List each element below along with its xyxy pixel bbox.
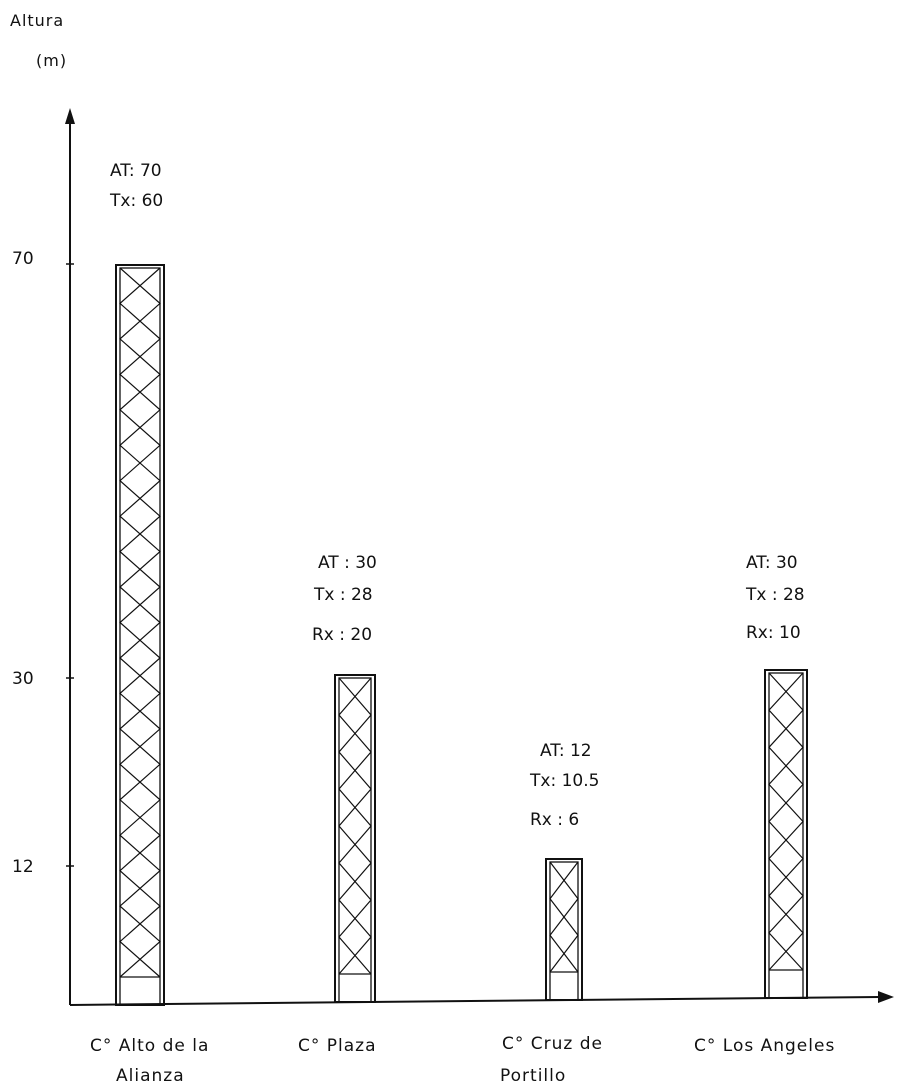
tower-label-at: AT : 30 [318,553,377,573]
tower-alto-de-la-alianza: AT: 70 Tx: 60 C° Alto de la Alianza [90,161,209,1086]
x-axis-arrow-icon [878,991,894,1003]
site-name-line2: Alianza [116,1066,185,1086]
tower-lattice [764,669,808,999]
tower-lattice [115,264,165,1006]
tower-inner-frame [119,267,161,1006]
site-name-line2: Portillo [500,1066,566,1086]
y-tick-label: 12 [12,857,34,877]
tower-lattice-right [338,677,372,975]
y-tick-label: 30 [12,669,34,689]
tower-los-angeles: AT: 30 Tx : 28 Rx: 10 C° Los Angeles [694,553,835,1056]
tower-label-tx: Tx: 10.5 [529,771,599,791]
tower-frame [334,674,376,1003]
tower-inner-frame [768,672,804,999]
tower-lattice-left [119,267,161,978]
axes [65,108,894,1006]
tower-lattice-left [768,672,804,971]
tower-inner-frame [549,861,579,1001]
tower-label-at: AT: 30 [746,553,798,573]
tower-lattice [334,674,376,1003]
tower-frame [764,669,808,999]
tower-label-rx: Rx : 6 [530,810,579,830]
y-axis-unit: (m) [36,51,67,70]
site-name: C° Los Angeles [694,1036,835,1056]
tower-label-tx: Tx : 28 [745,585,805,605]
tower-label-rx: Rx : 20 [312,625,372,645]
tower-label-tx: Tx : 28 [313,585,373,605]
tower-label-at: AT: 12 [540,741,592,761]
tower-lattice-right [549,861,579,973]
tower-label-rx: Rx: 10 [746,623,801,643]
site-name: C° Plaza [298,1036,377,1056]
tower-lattice-right [119,267,161,978]
y-axis-title: Altura [10,11,64,30]
tower-lattice [545,858,583,1001]
tower-plaza: AT : 30 Tx : 28 Rx : 20 C° Plaza [298,553,377,1056]
x-axis-line [69,996,881,1006]
site-name: C° Cruz de [502,1034,603,1054]
tower-cruz-de-portillo: AT: 12 Tx: 10.5 Rx : 6 C° Cruz de Portil… [500,741,603,1086]
tower-label-at: AT: 70 [110,161,162,181]
y-tick-label: 70 [12,249,34,269]
y-ticks: 70 30 12 [12,249,74,877]
tower-frame [115,264,165,1006]
tower-lattice-left [338,677,372,975]
tower-label-tx: Tx: 60 [109,191,163,211]
tower-lattice-right [768,672,804,971]
tower-inner-frame [338,677,372,1003]
y-axis-arrow-icon [65,108,75,124]
site-name: C° Alto de la [90,1036,209,1056]
